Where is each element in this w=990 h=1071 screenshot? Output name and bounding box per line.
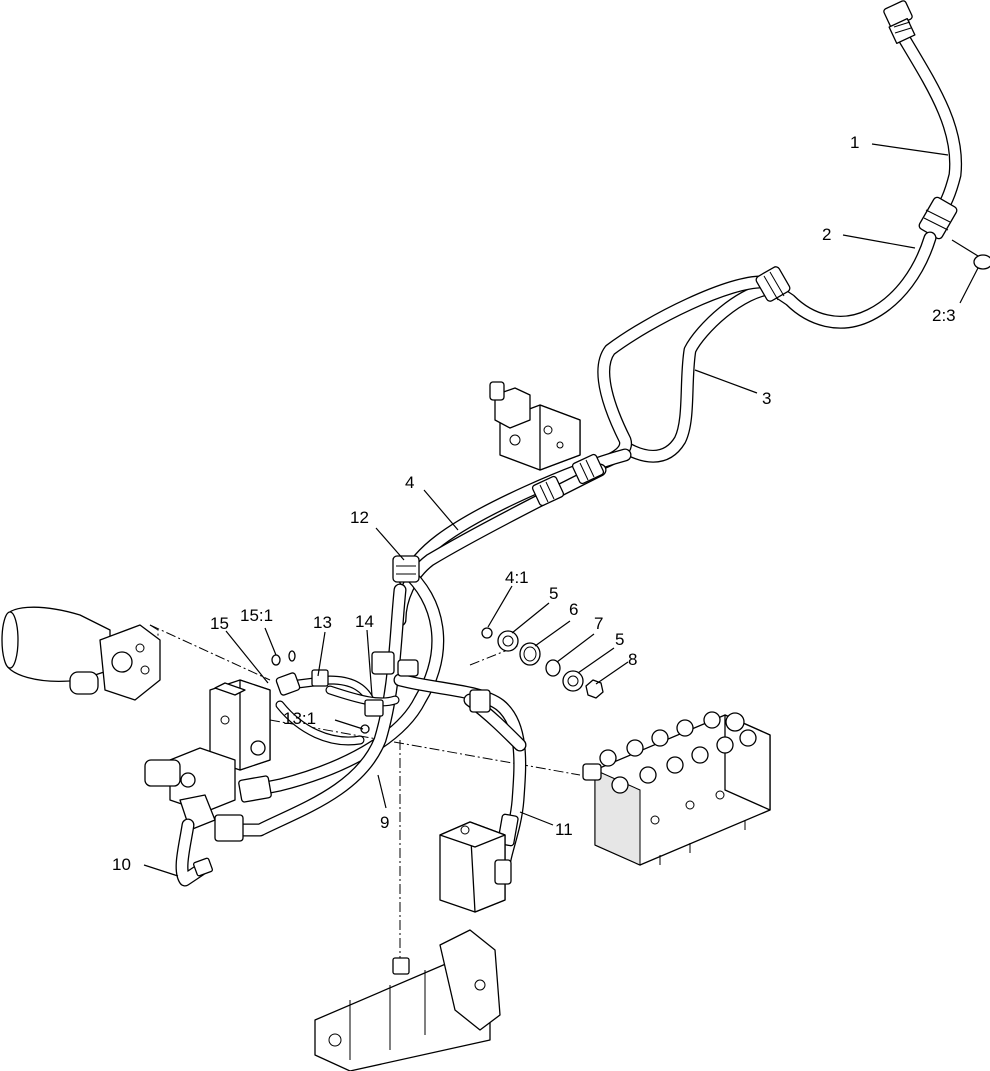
callout-10: 10 [112, 855, 131, 874]
washer-5a [497, 630, 519, 652]
hose-11 [393, 673, 527, 867]
callout-15-1: 15:1 [240, 606, 273, 625]
callout-labels: 1 2 2:3 3 4 4:1 5 5 6 7 8 9 10 11 12 13 … [112, 133, 956, 874]
valve-block-lower [439, 821, 512, 913]
callout-7: 7 [594, 614, 603, 633]
hose-10 [175, 818, 213, 887]
callout-13: 13 [313, 613, 332, 632]
nut-8 [585, 679, 604, 699]
callout-13-1: 13:1 [283, 709, 316, 728]
hose-12 [214, 583, 407, 842]
callout-5b: 5 [615, 630, 624, 649]
o-ring-13-1 [360, 724, 370, 734]
callout-2-3: 2:3 [932, 306, 956, 325]
ring-7 [545, 659, 561, 677]
callout-12: 12 [350, 508, 369, 527]
callout-2: 2 [822, 225, 831, 244]
o-ring-4-1 [481, 627, 493, 639]
callout-4-1: 4:1 [505, 568, 529, 587]
callout-15: 15 [210, 614, 229, 633]
o-ring-2-3 [973, 254, 990, 270]
callout-5a: 5 [549, 584, 558, 603]
fitting-parts [481, 627, 604, 699]
o-ring-15-1 [271, 654, 281, 666]
valve-block-upper [489, 381, 581, 471]
o-ring-15-1b [288, 650, 296, 662]
hydraulic-pump [314, 929, 501, 1071]
hose-4 [393, 448, 632, 627]
callout-3: 3 [762, 389, 771, 408]
hose-3 [573, 266, 791, 477]
steering-motor [1, 606, 161, 701]
hose-9 [238, 555, 445, 803]
left-manifold [144, 679, 271, 831]
callout-11: 11 [555, 820, 573, 839]
hose-1 [883, 0, 963, 222]
hose-13 [275, 669, 375, 746]
callout-4: 4 [405, 473, 414, 492]
washer-5b [562, 670, 584, 692]
callout-8: 8 [628, 650, 637, 669]
leader-lines [143, 143, 979, 877]
seal-6 [519, 642, 541, 666]
hose-2 [768, 196, 958, 329]
hose-14 [325, 651, 419, 717]
callout-6: 6 [569, 600, 578, 619]
control-valve-manifold [582, 711, 771, 866]
callout-9: 9 [380, 813, 389, 832]
callout-1: 1 [850, 133, 859, 152]
callout-14: 14 [355, 612, 374, 631]
